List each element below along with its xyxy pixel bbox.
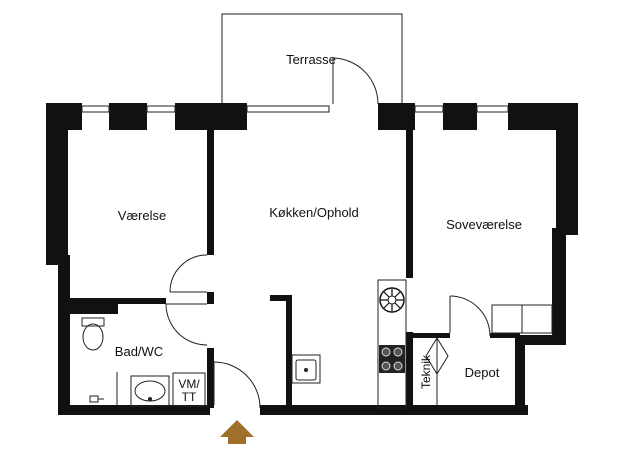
label-bad-wc: Bad/WC (115, 344, 163, 359)
washbasin-icon (130, 375, 170, 407)
label-koekken-ophold: Køkken/Ophold (269, 205, 359, 220)
label-terrasse: Terrasse (286, 52, 336, 67)
range-hood-icon (379, 287, 405, 313)
label-tt: TT (182, 390, 197, 404)
label-vm: VM/ (178, 377, 200, 391)
sink-icon (291, 354, 321, 384)
shower-icon (89, 395, 104, 403)
stove-icon (379, 345, 405, 373)
entrance-arrow-icon (220, 420, 254, 444)
label-vaerelse: Værelse (118, 208, 166, 223)
bathroom-fixtures (81, 317, 206, 407)
toilet-icon (82, 323, 104, 351)
room-labels: Terrasse Værelse Køkken/Ophold Soveværel… (115, 52, 522, 404)
label-teknik: Teknik (419, 354, 433, 389)
interior-walls (68, 130, 520, 408)
kitchen-counter (291, 279, 407, 409)
outer-walls (46, 103, 578, 415)
windows (81, 105, 509, 113)
label-depot: Depot (465, 365, 500, 380)
terrace (221, 13, 403, 104)
doors (165, 57, 491, 409)
label-sovevaerelse: Soveværelse (446, 217, 522, 232)
wardrobe (491, 304, 553, 334)
